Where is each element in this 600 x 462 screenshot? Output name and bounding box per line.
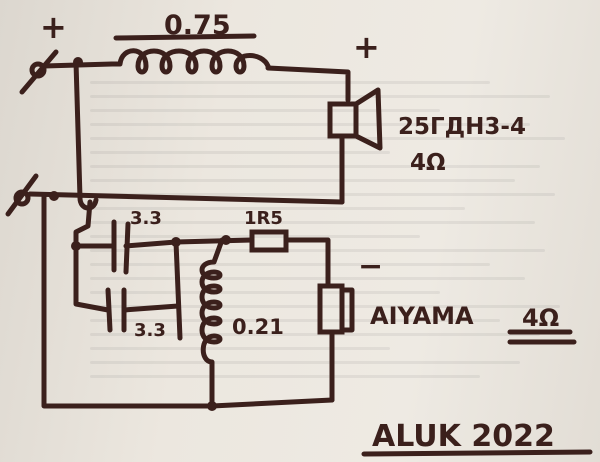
- signature-underline: [361, 449, 593, 457]
- woofer-model-label: 25ГДН3-4: [398, 114, 526, 140]
- signature-text: ALUK 2022: [372, 419, 555, 454]
- series-inductor-woofer: [41, 48, 351, 103]
- inductor-value-underline: [113, 33, 257, 41]
- cap-top-label: 3.3: [130, 208, 162, 229]
- tweeter-feed-wire: [73, 199, 111, 313]
- input-terminal-top: [19, 49, 59, 95]
- plus-sign-input-top: +: [40, 8, 67, 46]
- resistor-1r5: [249, 229, 331, 289]
- woofer-impedance-label: 4Ω: [410, 150, 446, 176]
- woofer-speaker-symbol: [327, 87, 383, 205]
- plus-sign-woofer: +: [353, 28, 380, 66]
- junction-dot: [73, 57, 83, 67]
- capacitor-bottom: [105, 287, 181, 333]
- minus-sign-tweeter: −: [358, 249, 383, 284]
- cap-parallel-wire: [173, 239, 183, 341]
- junction-dot: [49, 191, 59, 201]
- capacitor-top: [111, 219, 179, 275]
- woofer-return-wire: [27, 191, 345, 205]
- tweeter-impedance-label: 4Ω: [522, 304, 559, 332]
- tweeter-model-label: AIYAMA: [370, 302, 474, 330]
- shunt-inductor: [199, 237, 225, 407]
- resistor-label: 1R5: [244, 208, 283, 229]
- tweeter-speaker-symbol: [317, 283, 355, 403]
- inductor-main-label: 0.75: [164, 10, 231, 41]
- input-terminal-bottom: [5, 173, 39, 217]
- cap-to-resistor-wire: [173, 237, 255, 245]
- negative-return-rail: [41, 193, 335, 409]
- positive-bus-left: [73, 59, 99, 211]
- shunt-inductor-label: 0.21: [232, 315, 284, 339]
- cap-bottom-label: 3.3: [134, 320, 166, 341]
- junction-dot: [207, 401, 217, 411]
- junction-dot: [71, 241, 81, 251]
